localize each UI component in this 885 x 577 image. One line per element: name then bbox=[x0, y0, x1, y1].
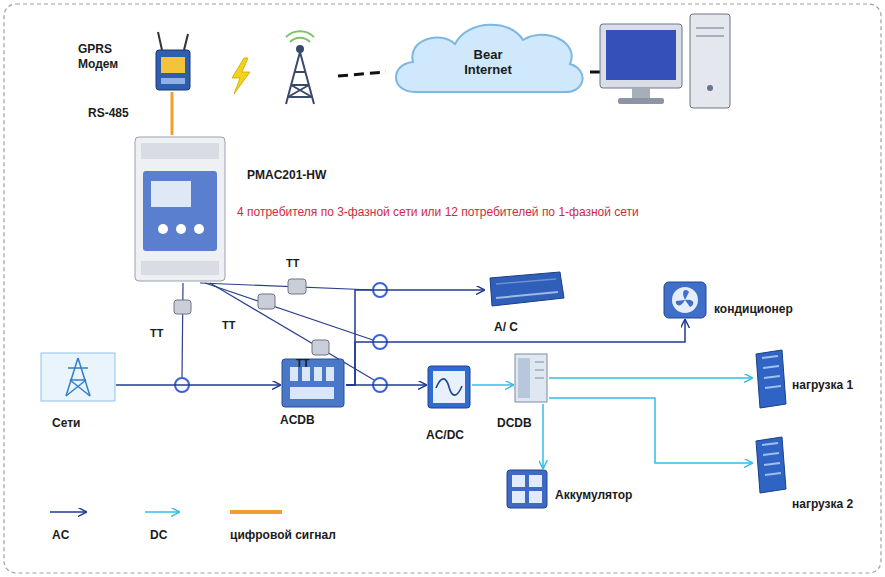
battery-bank: Аккумулятор bbox=[505, 468, 549, 510]
node-label: кондиционер bbox=[714, 302, 793, 317]
current-transformer-icon bbox=[174, 279, 329, 355]
dashed-frame bbox=[4, 4, 881, 573]
meter-device: PMAC201-HW bbox=[133, 135, 227, 283]
ct-label: TT bbox=[222, 318, 235, 333]
radio-tower bbox=[286, 31, 314, 104]
node-label: AC/DC bbox=[426, 428, 464, 443]
legend-label: цифровой сигнал bbox=[230, 528, 336, 543]
node-icon bbox=[752, 348, 788, 410]
node-label: Bear Internet bbox=[451, 47, 525, 77]
grid-node: Сети bbox=[40, 352, 116, 402]
connector bbox=[346, 384, 426, 386]
signal-label: RS-485 bbox=[88, 106, 129, 121]
legend-label: DC bbox=[150, 528, 167, 543]
modem-node: GPRS Модем bbox=[150, 30, 196, 92]
dcdb-cabinet: DCDB bbox=[513, 352, 549, 404]
node-icon bbox=[513, 352, 549, 404]
load-rack: нагрузка 2 bbox=[752, 435, 788, 495]
node-label: Аккумулятор bbox=[555, 488, 632, 503]
legend-sample bbox=[230, 510, 282, 514]
node-label: GPRS Модем bbox=[78, 42, 134, 72]
node-icon bbox=[484, 268, 566, 310]
ct-label: TT bbox=[286, 256, 299, 271]
node-label: A/ C bbox=[494, 320, 518, 335]
ct-label: TT bbox=[150, 326, 163, 341]
connector bbox=[116, 384, 280, 386]
network-link bbox=[338, 72, 386, 76]
connector bbox=[171, 92, 174, 135]
node-icon bbox=[133, 135, 227, 283]
node-icon bbox=[662, 280, 708, 320]
ct-label: TT bbox=[296, 356, 309, 371]
ac-unit: A/ C bbox=[484, 268, 566, 310]
node-label: Сети bbox=[52, 416, 80, 431]
node-label: нагрузка 1 bbox=[792, 378, 853, 393]
node-icon bbox=[752, 435, 788, 495]
connector bbox=[542, 404, 544, 468]
rectifier-box: AC/DC bbox=[426, 364, 472, 410]
legend-sample bbox=[145, 511, 179, 513]
connector bbox=[549, 398, 752, 463]
node-icon bbox=[40, 352, 116, 402]
node-label: ACDB bbox=[280, 413, 315, 428]
current-transformer-leads bbox=[182, 283, 374, 380]
node-icon bbox=[280, 357, 346, 409]
internet-cloud: Bear Internet bbox=[385, 12, 590, 104]
node-label: нагрузка 2 bbox=[792, 497, 853, 512]
node-label: PMAC201-HW bbox=[247, 168, 326, 183]
node-icon bbox=[150, 30, 196, 92]
load-rack: нагрузка 1 bbox=[752, 348, 788, 410]
legend-label: AC bbox=[52, 528, 69, 543]
computer-icon bbox=[600, 14, 730, 108]
node-label: DCDB bbox=[497, 416, 532, 431]
connector bbox=[472, 384, 513, 386]
note-text: 4 потребителя по 3-фазной сети или 12 по… bbox=[237, 205, 639, 220]
legend-sample bbox=[50, 511, 86, 513]
node-icon bbox=[505, 468, 549, 510]
acdb-panel: ACDB bbox=[280, 357, 346, 409]
fan-unit: кондиционер bbox=[662, 280, 708, 320]
node-icon bbox=[426, 364, 472, 410]
connector bbox=[549, 377, 752, 379]
lightning-symbol bbox=[232, 58, 250, 94]
